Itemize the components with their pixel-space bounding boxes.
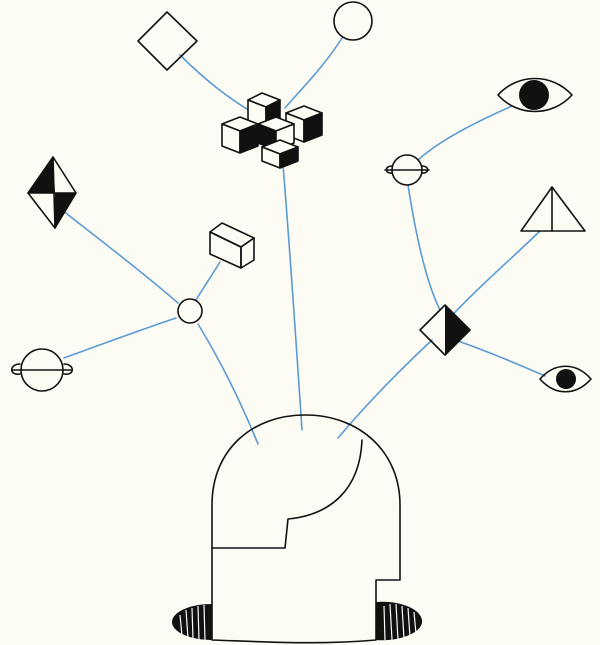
connector-cube-node xyxy=(195,261,221,301)
connector-planet-splitdiamond xyxy=(407,184,441,311)
node-circle-icon xyxy=(177,298,203,324)
connector-splitdiamond-head xyxy=(337,339,433,439)
connector-splitdiamond-eye xyxy=(454,339,546,377)
eye-icon xyxy=(539,365,592,393)
left-ear-shadow xyxy=(172,604,212,641)
planet-icon xyxy=(10,348,74,392)
connector-kite-node xyxy=(61,209,179,304)
right-ear-shadow xyxy=(376,601,423,641)
cube-icon xyxy=(209,222,255,269)
planet-icon xyxy=(384,154,430,186)
eye-icon xyxy=(497,77,573,113)
connector-planet-node xyxy=(63,317,177,359)
cube-cluster-icon xyxy=(221,92,323,169)
split-diamond-icon xyxy=(419,304,471,356)
split-diamond-icon xyxy=(27,156,77,229)
connector-eye-planet xyxy=(417,105,513,161)
connector-lines xyxy=(61,37,546,445)
connector-node-head xyxy=(197,323,259,445)
connector-cluster-head xyxy=(282,164,303,431)
circle-icon xyxy=(333,1,373,41)
triangle-icon xyxy=(520,186,586,232)
connector-triangle-splitdiamond xyxy=(445,230,541,323)
diamond-icon xyxy=(137,11,198,71)
head-silhouette-icon xyxy=(172,414,423,644)
connector-circle-cluster xyxy=(284,37,343,109)
